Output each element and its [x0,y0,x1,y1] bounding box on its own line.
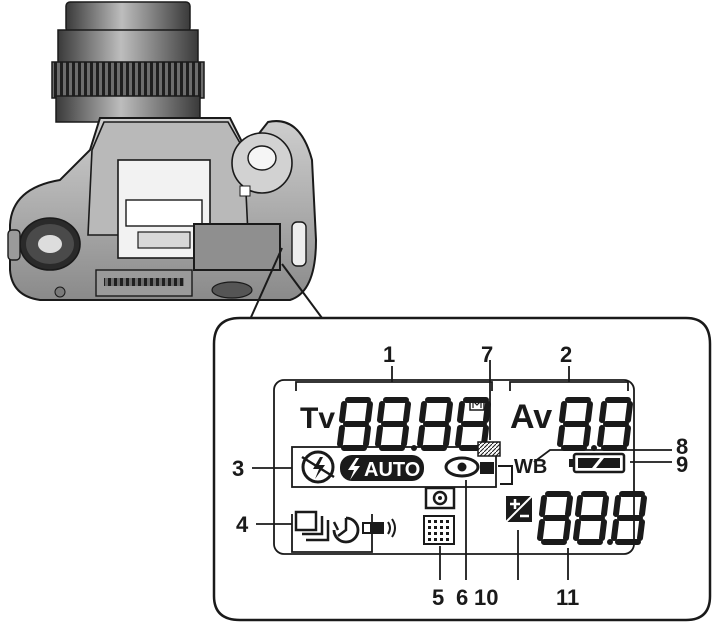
bracket-1 [295,381,493,391]
av-indicator: Av [510,398,552,436]
aperture-digits: 8.8 [557,397,633,451]
callout-5: 5 [432,585,444,610]
callout-1: 1 [383,342,395,367]
counter-digits: 88.8 [537,491,647,545]
seg-digit [417,397,453,451]
seg-digit [611,491,647,545]
multi-segment-metering-icon [423,515,455,545]
shutter-speed-digits: 8888 [337,397,491,451]
wb-indicator: WB [514,456,547,478]
self-timer-icon [332,516,360,544]
callout-6: 6 [456,585,468,610]
shutter-release [231,132,293,197]
seg-digit [597,397,633,451]
callout-4: 4 [236,512,249,537]
flash-auto-icon: AUTO [340,455,424,481]
exposure-compensation-icon [505,495,533,523]
seg-digit [337,397,373,451]
seg-digit [537,491,573,545]
focus-ring [51,61,205,99]
red-eye-reduction-icon [444,456,480,478]
spot-metering-icon [424,486,456,510]
memory-icon [469,397,485,411]
callout-3: 3 [232,456,244,481]
continuous-shooting-icon [294,510,330,542]
flash-auto-label: AUTO [364,459,420,481]
remote-control-icon [362,518,396,538]
camera-illustration [7,1,318,301]
callout-labels: 1 2 3 4 5 6 7 8 9 10 11 [232,342,688,610]
lens [51,1,205,123]
seg-digit [573,491,609,545]
tv-indicator: Tv [300,402,335,435]
seg-digit [375,397,411,451]
callout-8: 8 [676,434,688,459]
leader-line-right [281,263,323,319]
bracket-mode-icon [477,441,513,485]
callout-7: 7 [481,342,493,367]
callout-11: 11 [556,585,579,610]
callout-10: 10 [474,585,498,610]
battery-icon [569,452,626,474]
seg-digit [455,397,491,451]
top-lcd-window [193,223,281,271]
callout-2: 2 [560,342,572,367]
flash-off-icon [301,450,335,484]
seg-digit [557,397,593,451]
callout-9: 9 [676,452,688,477]
mode-dial [19,217,81,271]
